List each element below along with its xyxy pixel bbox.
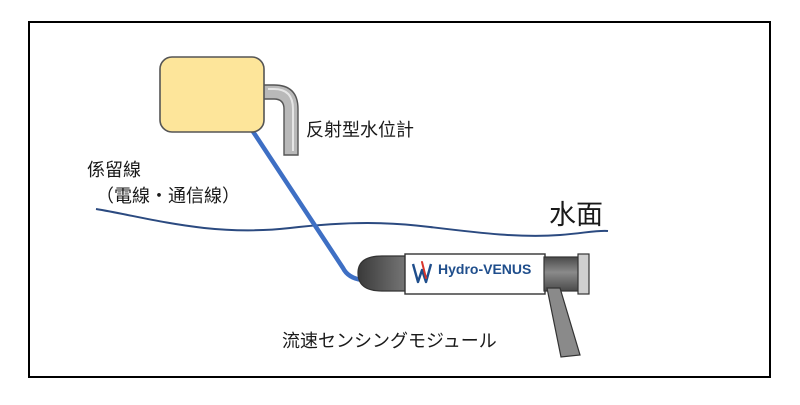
- gauge-pipe-highlight: [268, 88, 294, 151]
- label-flow-sensing-module: 流速センシングモジュール: [282, 331, 497, 352]
- tether-cable: [247, 124, 365, 283]
- gauge-pipe: [261, 84, 299, 156]
- brand-name: Hydro-VENUS: [438, 261, 532, 277]
- label-water-surface: 水面: [549, 200, 603, 231]
- float-buoy: [159, 56, 265, 133]
- water-surface-line: [95, 208, 609, 237]
- module-fin: [546, 287, 581, 358]
- hydro-venus-logo-icon: [411, 261, 433, 284]
- module-end-cap: [577, 253, 590, 295]
- label-reflective-water-gauge: 反射型水位計: [306, 120, 414, 141]
- frame-border: [28, 21, 771, 378]
- label-tether-line: 係留線: [87, 160, 141, 181]
- module-nose: [357, 255, 408, 292]
- label-tether-detail: （電線・通信線）: [96, 186, 240, 207]
